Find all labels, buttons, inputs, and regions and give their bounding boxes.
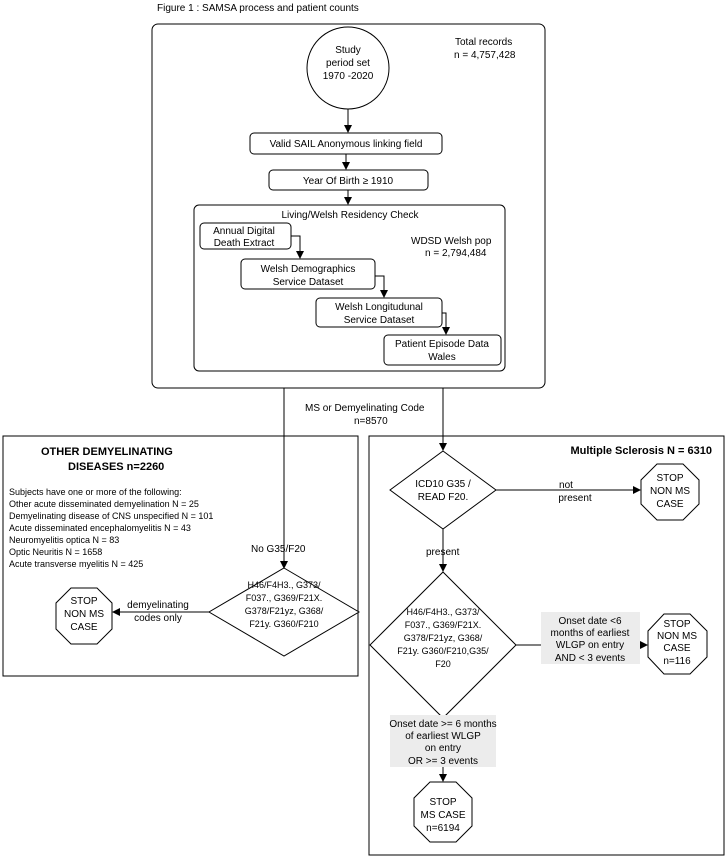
wlgp-line-1: Welsh Longitudunal: [335, 302, 423, 313]
onset-lt-label-bg: [541, 612, 640, 664]
stop-non-ms-top-octagon: [640, 463, 700, 521]
onset-ge-label-bg: [390, 715, 496, 767]
icd10-line-1: ICD10 G35 /: [415, 479, 471, 490]
ms-code-count: n=8570: [354, 416, 388, 427]
onset-ge-line-2: of earliest WLGP: [405, 731, 481, 742]
stop-top-line-3: CASE: [656, 499, 684, 510]
ms-case-line-3: n=6194: [426, 823, 460, 834]
arrow-wdsd-to-wlgp: [375, 275, 388, 298]
onset-lt-line-2: months of earliest: [551, 628, 630, 639]
subjects-intro: Subjects have one or more of the followi…: [9, 487, 182, 497]
other-diamond-line-2: F037., G369/F21X.: [246, 593, 323, 603]
other-stop-octagon: [55, 587, 113, 645]
ms-codes-diamond: [369, 571, 517, 719]
other-title-line-1: OTHER DEMYELINATING: [41, 446, 173, 458]
study-period-line-1: Study: [335, 45, 361, 56]
ms-code-label: MS or Demyelinating Code: [305, 403, 425, 414]
demyelinating-label-line-1: demyelinating: [127, 600, 189, 611]
ms-diamond-line-1: H46/F4H3., G373/: [406, 607, 480, 617]
stop-ms-case-octagon: [413, 781, 473, 843]
wdsd-line-2: Service Dataset: [273, 277, 344, 288]
other-stop-line-2: NON MS: [64, 609, 104, 620]
residency-check-title: Living/Welsh Residency Check: [281, 210, 419, 221]
annual-death-line-1: Annual Digital: [213, 226, 275, 237]
condition-item: Acute transverse myelitis N = 425: [9, 559, 143, 569]
icd10-diamond: [389, 450, 497, 530]
not-present-line-2: present: [558, 493, 592, 504]
condition-item: Other acute disseminated demyelination N…: [9, 499, 199, 509]
other-stop-line-1: STOP: [70, 596, 97, 607]
stop-top-line-1: STOP: [656, 473, 683, 484]
no-g35-label: No G35/F20: [251, 544, 306, 555]
not-present-line-1: not: [559, 480, 573, 491]
wdsd-pop-label: WDSD Welsh pop: [411, 236, 492, 247]
residency-check-frame: [193, 204, 506, 372]
stop-116-line-2: NON MS: [657, 631, 697, 642]
other-diamond-line-1: H46/F4H3., G373/: [247, 580, 321, 590]
condition-item: Neuromyelitis optica N = 83: [9, 535, 119, 545]
ms-case-line-2: MS CASE: [420, 810, 465, 821]
wdsd-pop-value: n = 2,794,484: [425, 248, 487, 259]
wlgp-line-2: Service Dataset: [344, 315, 415, 326]
stop-116-line-3: CASE: [663, 643, 691, 654]
stop-top-line-2: NON MS: [650, 486, 690, 497]
stop-116-line-4: n=116: [663, 656, 691, 667]
ms-frame: [368, 435, 725, 856]
stop-non-ms-116-octagon: [647, 613, 708, 675]
arrow-wlgp-to-pedw: [442, 312, 450, 335]
study-period-line-2: period set: [326, 58, 370, 69]
ms-diamond-line-4: F21y. G360/F210,G35/: [397, 646, 489, 656]
condition-item: Acute disseminated encephalomyelitis N =…: [9, 523, 191, 533]
year-of-birth-text: Year Of Birth ≥ 1910: [303, 176, 394, 187]
other-codes-diamond: [208, 567, 360, 657]
other-diamond-line-3: G378/F21yz, G368/: [245, 606, 324, 616]
present-label: present: [426, 547, 460, 558]
wdsd-box: [240, 258, 376, 290]
stop-116-line-1: STOP: [663, 619, 690, 630]
other-diamond-line-4: F21y. G360/F210: [249, 619, 318, 629]
other-demyelinating-frame: [2, 435, 359, 677]
onset-ge-line-1: Onset date >= 6 months: [389, 719, 496, 730]
onset-ge-line-4: OR >= 3 events: [408, 756, 478, 767]
annual-death-line-2: Death Extract: [214, 238, 275, 249]
onset-lt-line-4: AND < 3 events: [555, 653, 625, 664]
onset-lt-line-1: Onset date <6: [558, 616, 622, 627]
condition-item: Optic Neuritis N = 1658: [9, 547, 102, 557]
condition-item: Demyelinating disease of CNS unspecified…: [9, 511, 213, 521]
pedw-line-2: Wales: [428, 352, 455, 363]
total-records-label: Total records: [455, 37, 512, 48]
other-title-line-2: DISEASES n=2260: [68, 461, 164, 473]
onset-lt-line-3: WLGP on entry: [556, 640, 624, 651]
wdsd-line-1: Welsh Demographics: [261, 264, 356, 275]
icd10-line-2: READ F20.: [418, 492, 469, 503]
arrow-death-to-wdsd: [291, 235, 304, 259]
ms-diamond-line-3: G378/F21yz, G368/: [404, 633, 483, 643]
main-flow-frame: [151, 23, 546, 389]
study-period-line-3: 1970 -2020: [323, 71, 374, 82]
valid-linking-text: Valid SAIL Anonymous linking field: [270, 139, 423, 150]
figure-title: Figure 1 : SAMSA process and patient cou…: [157, 3, 359, 14]
onset-ge-line-3: on entry: [425, 743, 461, 754]
pedw-box: [383, 334, 502, 366]
other-stop-line-3: CASE: [70, 622, 98, 633]
total-records-value: n = 4,757,428: [454, 50, 516, 61]
ms-diamond-line-5: F20: [435, 659, 451, 669]
ms-case-line-1: STOP: [429, 797, 456, 808]
pedw-line-1: Patient Episode Data: [395, 339, 489, 350]
ms-title: Multiple Sclerosis N = 6310: [570, 445, 712, 457]
ms-diamond-line-2: F037., G369/F21X.: [405, 620, 482, 630]
demyelinating-label-line-2: codes only: [134, 613, 182, 624]
